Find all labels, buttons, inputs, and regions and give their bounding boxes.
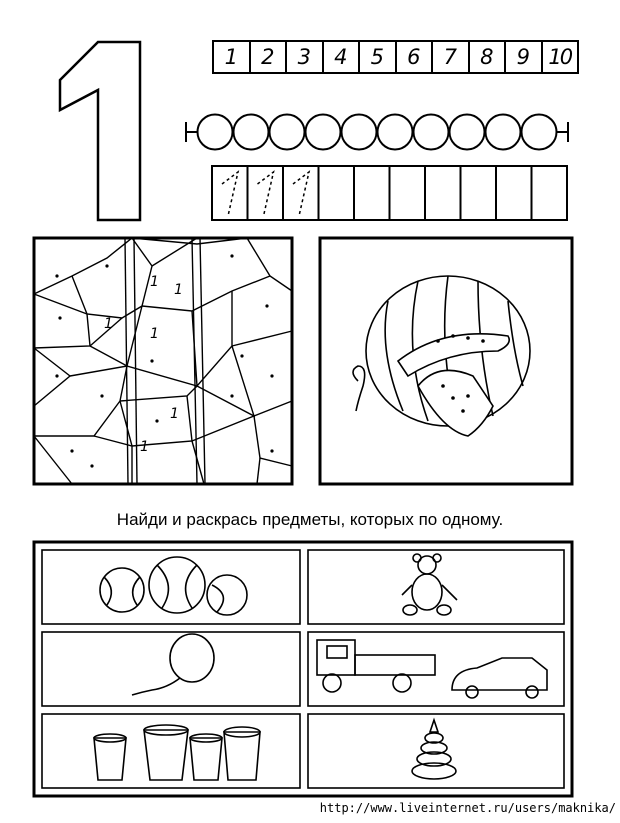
mosaic-digit-1: 1: [150, 274, 159, 290]
number-cell-1: 1: [212, 40, 251, 74]
tracing-cell: [459, 165, 497, 221]
mosaic-digit-6: 1: [140, 439, 149, 455]
tracing-cell: [282, 165, 320, 221]
number-cell-6: 6: [394, 40, 433, 74]
tracing-cell: [317, 165, 355, 221]
tracing-cell: [424, 165, 462, 221]
number-cell-8: 8: [467, 40, 506, 74]
bead: [340, 113, 378, 151]
number-cell-10: 10: [540, 40, 579, 74]
footer-url[interactable]: http://www.liveinternet.ru/users/maknika…: [319, 801, 616, 815]
pyramid-toy-panel: [411, 717, 457, 780]
tracing-cell: [211, 165, 249, 221]
number-cell-9: 9: [504, 40, 543, 74]
number-cell-7: 7: [431, 40, 470, 74]
big-digit-one: [58, 40, 142, 222]
bead: [520, 113, 558, 151]
dashed-one-guide: [257, 170, 275, 217]
buckets-panel: [93, 724, 261, 781]
tracing-row: [211, 165, 568, 221]
bead: [484, 113, 522, 151]
mosaic-puzzle: 1 1 1 1 1 1: [32, 236, 294, 486]
bead: [196, 113, 234, 151]
number-cell-4: 4: [321, 40, 360, 74]
tracing-cell: [530, 165, 568, 221]
bead: [412, 113, 450, 151]
watermelon-picture: [318, 236, 574, 486]
tracing-cell: [388, 165, 426, 221]
teddy-bear-panel: [401, 553, 458, 616]
objects-panels: [32, 540, 574, 798]
mosaic-digit-4: 1: [150, 326, 159, 342]
bead: [304, 113, 342, 151]
tracing-cell: [353, 165, 391, 221]
balls-panel: [99, 556, 248, 616]
tracing-cell: [246, 165, 284, 221]
mosaic-digit-3: 1: [104, 316, 113, 332]
number-cell-5: 5: [358, 40, 397, 74]
tracing-cell: [495, 165, 533, 221]
dashed-one-guide: [221, 170, 240, 217]
mosaic-digit-5: 1: [170, 406, 179, 422]
balloon-panel: [131, 633, 215, 696]
mosaic-digit-2: 1: [174, 282, 183, 298]
number-cell-2: 2: [248, 40, 287, 74]
number-cell-3: 3: [285, 40, 324, 74]
bead: [268, 113, 306, 151]
bead: [448, 113, 486, 151]
vehicles-panel: [316, 639, 548, 699]
instruction-text: Найди и раскрась предметы, которых по од…: [116, 510, 504, 529]
dashed-one-guide: [292, 170, 311, 217]
bead-string: [185, 113, 569, 151]
bead: [232, 113, 270, 151]
bead: [376, 113, 414, 151]
